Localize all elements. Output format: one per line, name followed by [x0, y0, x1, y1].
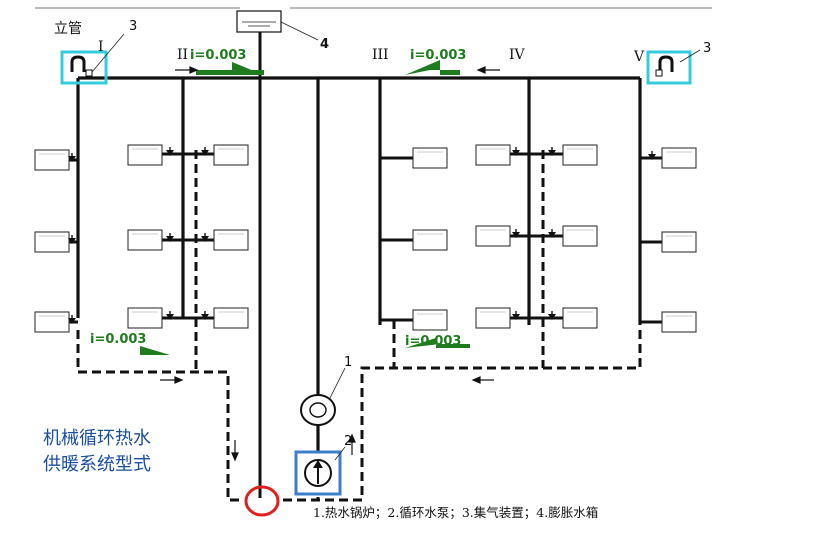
callout-3-right: 3: [703, 41, 712, 56]
riser-number-1: I: [98, 39, 104, 55]
riser-number-5: V: [634, 49, 645, 65]
riser-number-4: IV: [509, 47, 525, 63]
air-vent-left: [60, 50, 108, 85]
callout-leader-2: [334, 446, 346, 461]
flow-arrows: [160, 66, 500, 462]
slope-label-bottom-right: i=0.003: [405, 334, 462, 349]
callout-leader-3a: [91, 33, 125, 73]
title-line-1: 机械循环热水: [43, 428, 151, 449]
slope-label-top-right: i=0.003: [410, 48, 467, 63]
callout-4: 4: [320, 37, 330, 52]
callout-2: 2: [344, 434, 353, 449]
slope-arrows: [100, 60, 470, 355]
expansion-tank: [236, 10, 282, 33]
supply-pipes: [76, 76, 642, 452]
radiators: [34, 144, 697, 333]
riser-number-2: II: [177, 47, 189, 63]
riser-number-3: III: [372, 47, 389, 63]
boiler: [300, 394, 336, 426]
air-vent-right: [646, 50, 692, 85]
connection-point-mark: [244, 485, 280, 517]
callout-3-left: 3: [129, 19, 138, 34]
title-line-2: 供暖系统型式: [43, 454, 151, 475]
riser-label: 立管: [54, 21, 82, 37]
slope-label-bottom-left: i=0.003: [90, 332, 147, 347]
legend-text: 1.热水锅炉；2.循环水泵；3.集气装置；4.膨胀水箱: [313, 505, 599, 520]
circulation-pump: [294, 450, 342, 496]
callout-leader-4: [280, 21, 319, 41]
return-pipes: [76, 150, 642, 502]
diagram-title: 机械循环热水 供暖系统型式: [43, 426, 151, 478]
callout-leader-1: [329, 367, 346, 399]
callout-1: 1: [344, 355, 353, 370]
callout-leader-3b: [679, 49, 701, 63]
slope-label-top-left: i=0.003: [190, 48, 247, 63]
